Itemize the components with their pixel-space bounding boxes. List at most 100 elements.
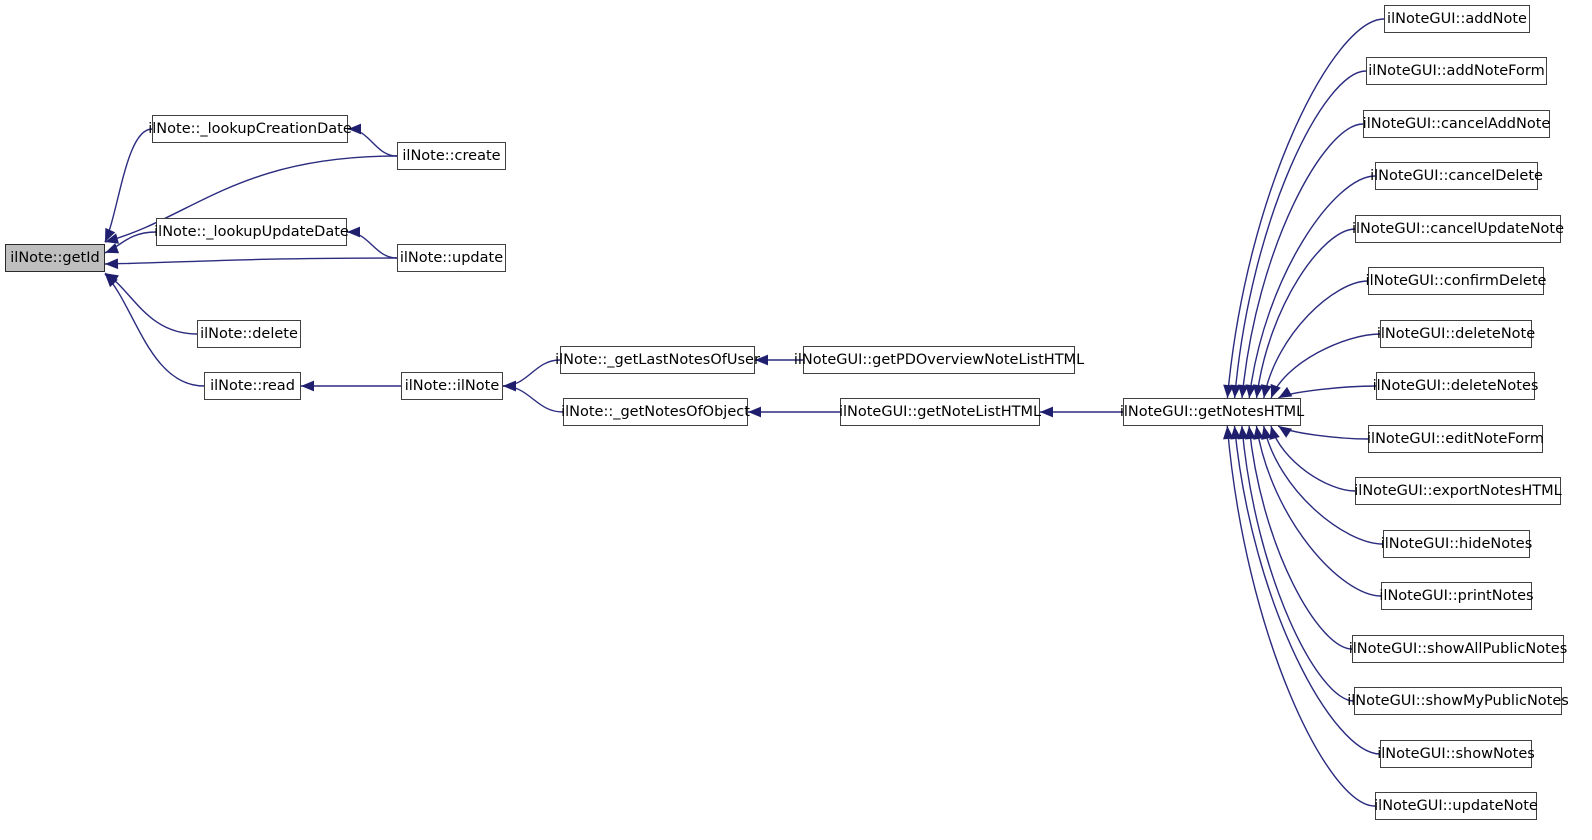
- graph-edge-arrow-ilNote-to-read: [301, 380, 314, 392]
- graph-node-addNoteForm[interactable]: ilNoteGUI::addNoteForm: [1366, 57, 1547, 85]
- graph-edge-arrow-deleteNote-to-getNotesHTML: [1270, 383, 1281, 398]
- graph-node-ilNote[interactable]: ilNote::ilNote: [401, 372, 503, 400]
- graph-edge-editNoteForm-to-getNotesHTML: [1277, 425, 1369, 440]
- graph-edge-delete-to-getId: [104, 272, 198, 335]
- graph-node-getPDOverviewNoteListHTML[interactable]: ilNoteGUI::getPDOverviewNoteListHTML: [794, 346, 1084, 374]
- graph-node-label: ilNoteGUI::cancelAddNote: [1362, 115, 1551, 132]
- graph-node-label: ilNoteGUI::addNote: [1387, 10, 1527, 27]
- graph-edge-arrow-update-to-lookupUpdateDate: [347, 226, 360, 238]
- graph-edge-arrow-read-to-getId: [105, 274, 118, 288]
- graph-edge-update-to-lookupUpdateDate: [346, 231, 398, 259]
- graph-node-label: ilNote::getId: [10, 249, 100, 266]
- graph-edge-updateNote-to-getNotesHTML: [1226, 425, 1376, 807]
- graph-node-getLastNotesOfUser[interactable]: ilNote::_getLastNotesOfUser: [555, 346, 760, 374]
- graph-node-label: ilNoteGUI::cancelUpdateNote: [1351, 220, 1565, 237]
- graph-edge-create-to-lookupCreationDate: [347, 128, 398, 157]
- graph-edge-getLastNotesOfUser-to-ilNote: [502, 359, 561, 387]
- graph-node-addNote[interactable]: ilNoteGUI::addNote: [1384, 5, 1530, 33]
- graph-edge-arrow-confirmDelete-to-getNotesHTML: [1260, 384, 1272, 398]
- graph-node-label: ilNoteGUI::editNoteForm: [1367, 430, 1544, 447]
- graph-node-lookupCreationDate[interactable]: ilNote::_lookupCreationDate: [148, 115, 352, 143]
- graph-edge-arrow-updateNote-to-getNotesHTML: [1222, 426, 1234, 440]
- graph-node-getNotesHTML[interactable]: ilNoteGUI::getNotesHTML: [1119, 398, 1305, 426]
- graph-node-cancelUpdateNote[interactable]: ilNoteGUI::cancelUpdateNote: [1351, 215, 1565, 243]
- graph-node-confirmDelete[interactable]: ilNoteGUI::confirmDelete: [1365, 267, 1547, 295]
- graph-node-label: ilNoteGUI::confirmDelete: [1365, 272, 1547, 289]
- graph-node-label: ilNoteGUI::hideNotes: [1380, 535, 1533, 552]
- graph-edge-arrow-showNotes-to-getNotesHTML: [1230, 426, 1242, 440]
- graph-edge-arrow-lookupCreationDate-to-getId: [105, 227, 116, 242]
- graph-node-read[interactable]: ilNote::read: [204, 372, 301, 400]
- graph-node-label: ilNoteGUI::deleteNotes: [1372, 377, 1539, 394]
- graph-node-label: ilNote::delete: [200, 325, 298, 342]
- graph-node-label: ilNoteGUI::exportNotesHTML: [1354, 482, 1562, 499]
- graph-node-cancelDelete[interactable]: ilNoteGUI::cancelDelete: [1370, 162, 1543, 190]
- graph-edge-addNote-to-getNotesHTML: [1226, 18, 1385, 399]
- graph-node-exportNotesHTML[interactable]: ilNoteGUI::exportNotesHTML: [1354, 477, 1562, 505]
- graph-edge-arrow-getNotesHTML-to-getNoteListHTML: [1040, 406, 1053, 418]
- graph-edge-arrow-showMyPublicNotes-to-getNotesHTML: [1237, 426, 1249, 440]
- graph-node-getNotesOfObject[interactable]: ilNote::_getNotesOfObject: [561, 398, 750, 426]
- graph-node-lookupUpdateDate[interactable]: ilNote::_lookupUpdateDate: [154, 218, 349, 246]
- graph-node-label: ilNote::_getLastNotesOfUser: [555, 351, 760, 368]
- graph-node-editNoteForm[interactable]: ilNoteGUI::editNoteForm: [1367, 425, 1544, 453]
- graph-node-deleteNotes[interactable]: ilNoteGUI::deleteNotes: [1373, 372, 1538, 400]
- graph-node-printNotes[interactable]: ilNoteGUI::printNotes: [1379, 582, 1534, 610]
- graph-edge-showMyPublicNotes-to-getNotesHTML: [1241, 425, 1355, 702]
- graph-edge-arrow-addNoteForm-to-getNotesHTML: [1230, 384, 1242, 398]
- graph-edge-lookupCreationDate-to-getId: [104, 128, 153, 243]
- graph-edge-showNotes-to-getNotesHTML: [1233, 425, 1381, 755]
- graph-node-label: ilNote::_getNotesOfObject: [561, 403, 750, 420]
- graph-edge-arrow-exportNotesHTML-to-getNotesHTML: [1269, 426, 1280, 440]
- graph-edge-arrow-cancelUpdateNote-to-getNotesHTML: [1252, 384, 1264, 398]
- graph-node-updateNote[interactable]: ilNoteGUI::updateNote: [1374, 792, 1538, 820]
- graph-edge-getNotesOfObject-to-ilNote: [502, 385, 564, 413]
- graph-edge-confirmDelete-to-getNotesHTML: [1263, 280, 1369, 399]
- graph-edge-arrow-getNotesOfObject-to-ilNote: [503, 380, 516, 392]
- graph-node-label: ilNoteGUI::getNoteListHTML: [838, 403, 1042, 420]
- graph-edge-hideNotes-to-getNotesHTML: [1262, 425, 1384, 545]
- graph-node-hideNotes[interactable]: ilNoteGUI::hideNotes: [1380, 530, 1533, 558]
- graph-node-label: ilNoteGUI::getNotesHTML: [1119, 403, 1305, 420]
- graph-node-getNoteListHTML[interactable]: ilNoteGUI::getNoteListHTML: [838, 398, 1042, 426]
- graph-edge-create-to-getId: [104, 155, 398, 243]
- graph-node-label: ilNoteGUI::addNoteForm: [1368, 62, 1545, 79]
- graph-node-deleteNote[interactable]: ilNoteGUI::deleteNote: [1377, 320, 1535, 348]
- graph-node-showNotes[interactable]: ilNoteGUI::showNotes: [1377, 740, 1535, 768]
- graph-edge-arrow-showAllPublicNotes-to-getNotesHTML: [1245, 426, 1256, 440]
- graph-node-label: ilNote::create: [402, 147, 501, 164]
- graph-edge-exportNotesHTML-to-getNotesHTML: [1270, 425, 1356, 492]
- graph-node-label: ilNote::update: [399, 249, 504, 266]
- graph-node-create[interactable]: ilNote::create: [397, 142, 506, 170]
- graph-node-update[interactable]: ilNote::update: [397, 244, 506, 272]
- graph-node-label: ilNoteGUI::cancelDelete: [1370, 167, 1543, 184]
- graph-node-delete[interactable]: ilNote::delete: [197, 320, 301, 348]
- graph-edge-arrow-cancelAddNote-to-getNotesHTML: [1237, 384, 1249, 398]
- graph-node-label: ilNote::read: [210, 377, 295, 394]
- graph-edge-printNotes-to-getNotesHTML: [1255, 425, 1382, 597]
- graph-edge-arrow-printNotes-to-getNotesHTML: [1253, 426, 1264, 440]
- graph-edge-arrow-create-to-lookupCreationDate: [348, 123, 361, 135]
- graph-edge-arrow-editNoteForm-to-getNotesHTML: [1278, 426, 1293, 438]
- graph-edge-cancelAddNote-to-getNotesHTML: [1241, 123, 1364, 399]
- graph-edge-arrow-cancelDelete-to-getNotesHTML: [1245, 384, 1257, 398]
- graph-edge-read-to-getId: [104, 273, 205, 387]
- graph-edge-arrow-hideNotes-to-getNotesHTML: [1261, 426, 1272, 440]
- graph-edge-showAllPublicNotes-to-getNotesHTML: [1248, 425, 1353, 650]
- graph-node-cancelAddNote[interactable]: ilNoteGUI::cancelAddNote: [1363, 110, 1550, 138]
- graph-edge-update-to-getId: [104, 257, 398, 265]
- graph-node-showAllPublicNotes[interactable]: ilNoteGUI::showAllPublicNotes: [1349, 635, 1567, 663]
- graph-node-label: ilNoteGUI::showAllPublicNotes: [1348, 640, 1568, 657]
- graph-edge-arrow-deleteNotes-to-getNotesHTML: [1278, 386, 1293, 398]
- graph-node-getId[interactable]: ilNote::getId: [5, 244, 105, 272]
- graph-edge-cancelUpdateNote-to-getNotesHTML: [1255, 228, 1356, 399]
- graph-edge-arrow-update-to-getId: [105, 258, 119, 270]
- graph-node-label: ilNoteGUI::updateNote: [1374, 797, 1538, 814]
- graph-node-label: ilNoteGUI::printNotes: [1379, 587, 1534, 604]
- graph-node-showMyPublicNotes[interactable]: ilNoteGUI::showMyPublicNotes: [1347, 687, 1569, 715]
- graph-edge-addNoteForm-to-getNotesHTML: [1233, 70, 1367, 399]
- graph-node-label: ilNoteGUI::showNotes: [1377, 745, 1535, 762]
- graph-node-label: ilNote::ilNote: [404, 377, 500, 394]
